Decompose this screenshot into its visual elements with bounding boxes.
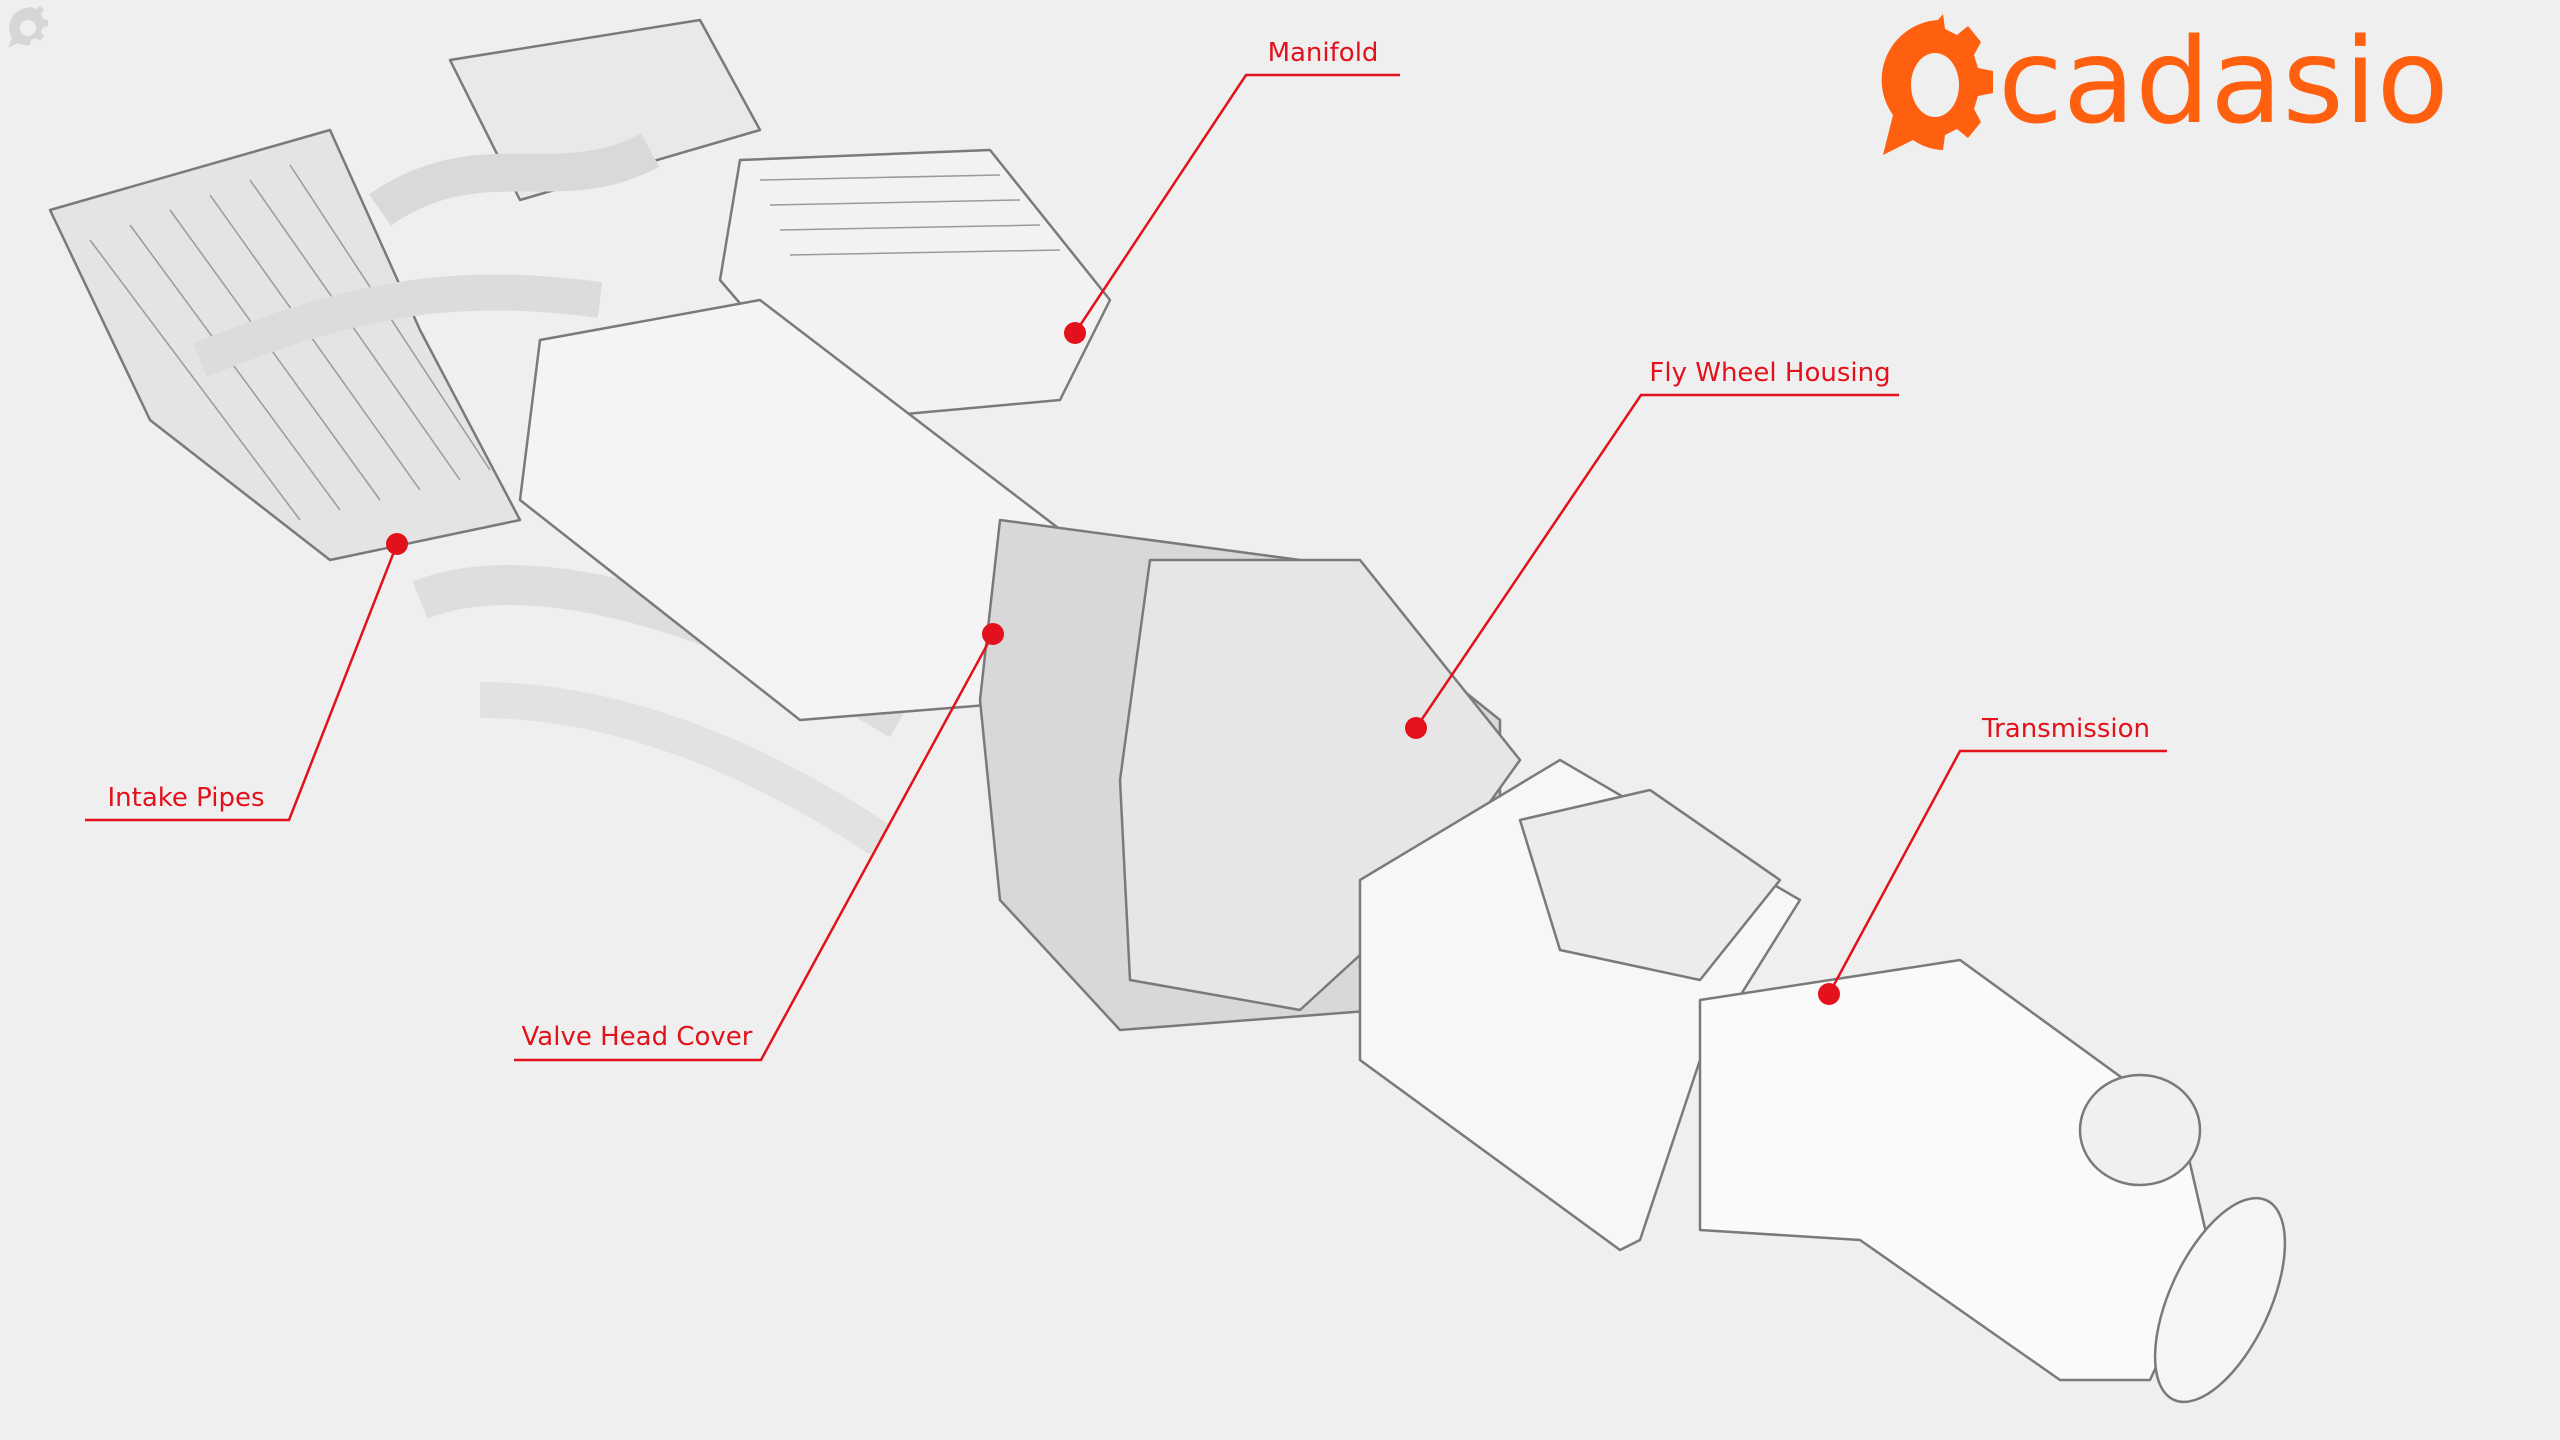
manifold-hotspot[interactable] <box>1064 322 1086 344</box>
intake-pipes-leader-line <box>85 543 399 822</box>
cadasio-logo: cadasio <box>1881 12 2449 155</box>
annotation-label-manifold[interactable]: Manifold <box>1267 38 1379 68</box>
intake-pipe <box>369 133 660 226</box>
annotation-label-valve-head-cover[interactable]: Valve Head Cover <box>521 1022 753 1052</box>
logo-wordmark: cadasio <box>1998 12 2449 150</box>
fly-wheel-housing-leader-line <box>1414 393 1899 729</box>
gear-icon[interactable] <box>4 4 56 52</box>
transmission-hotspot[interactable] <box>1818 983 1840 1005</box>
valve-head-cover-leader-line <box>514 633 995 1062</box>
annotation-label-transmission[interactable]: Transmission <box>1982 714 2150 744</box>
annotation-label-intake-pipes[interactable]: Intake Pipes <box>107 783 265 813</box>
intake-pipes-hotspot[interactable] <box>386 533 408 555</box>
transmission-leader-line <box>1827 749 2167 995</box>
fly-wheel-housing-hotspot[interactable] <box>1405 717 1427 739</box>
transmission-tail <box>1698 958 2212 1382</box>
valve-head-cover-hotspot[interactable] <box>982 623 1004 645</box>
annotation-label-fly-wheel-housing[interactable]: Fly Wheel Housing <box>1649 358 1891 388</box>
manifold-leader-line <box>1073 73 1400 334</box>
